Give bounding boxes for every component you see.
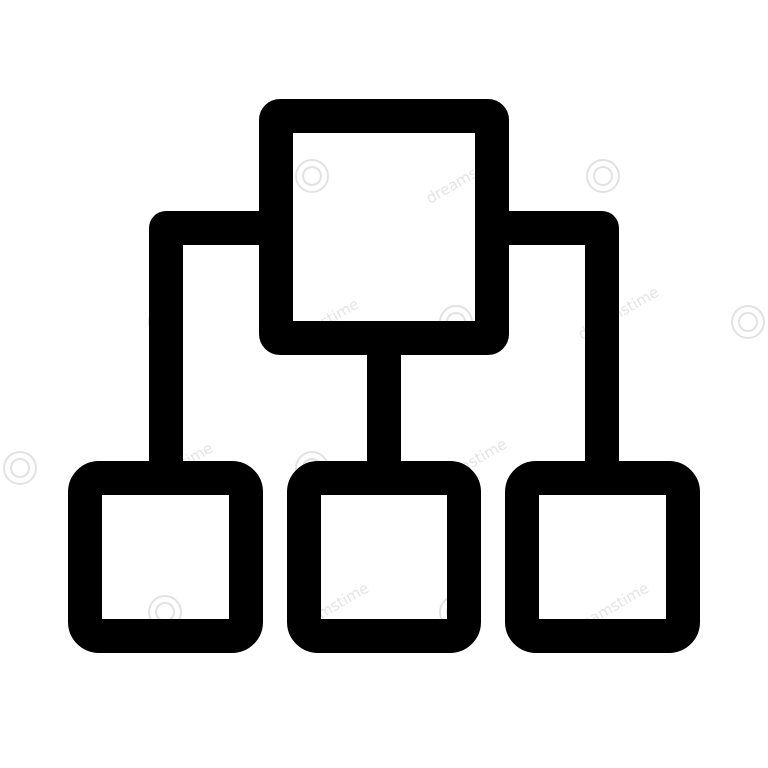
left-branch-connector: [149, 211, 276, 478]
child-node-box-left: [68, 461, 263, 653]
child-node-box-right: [505, 461, 700, 653]
child-node-box-center: [287, 461, 481, 653]
parent-node-box: [259, 99, 509, 355]
right-branch-connector: [492, 211, 619, 478]
hierarchy-diagram: [68, 99, 700, 653]
